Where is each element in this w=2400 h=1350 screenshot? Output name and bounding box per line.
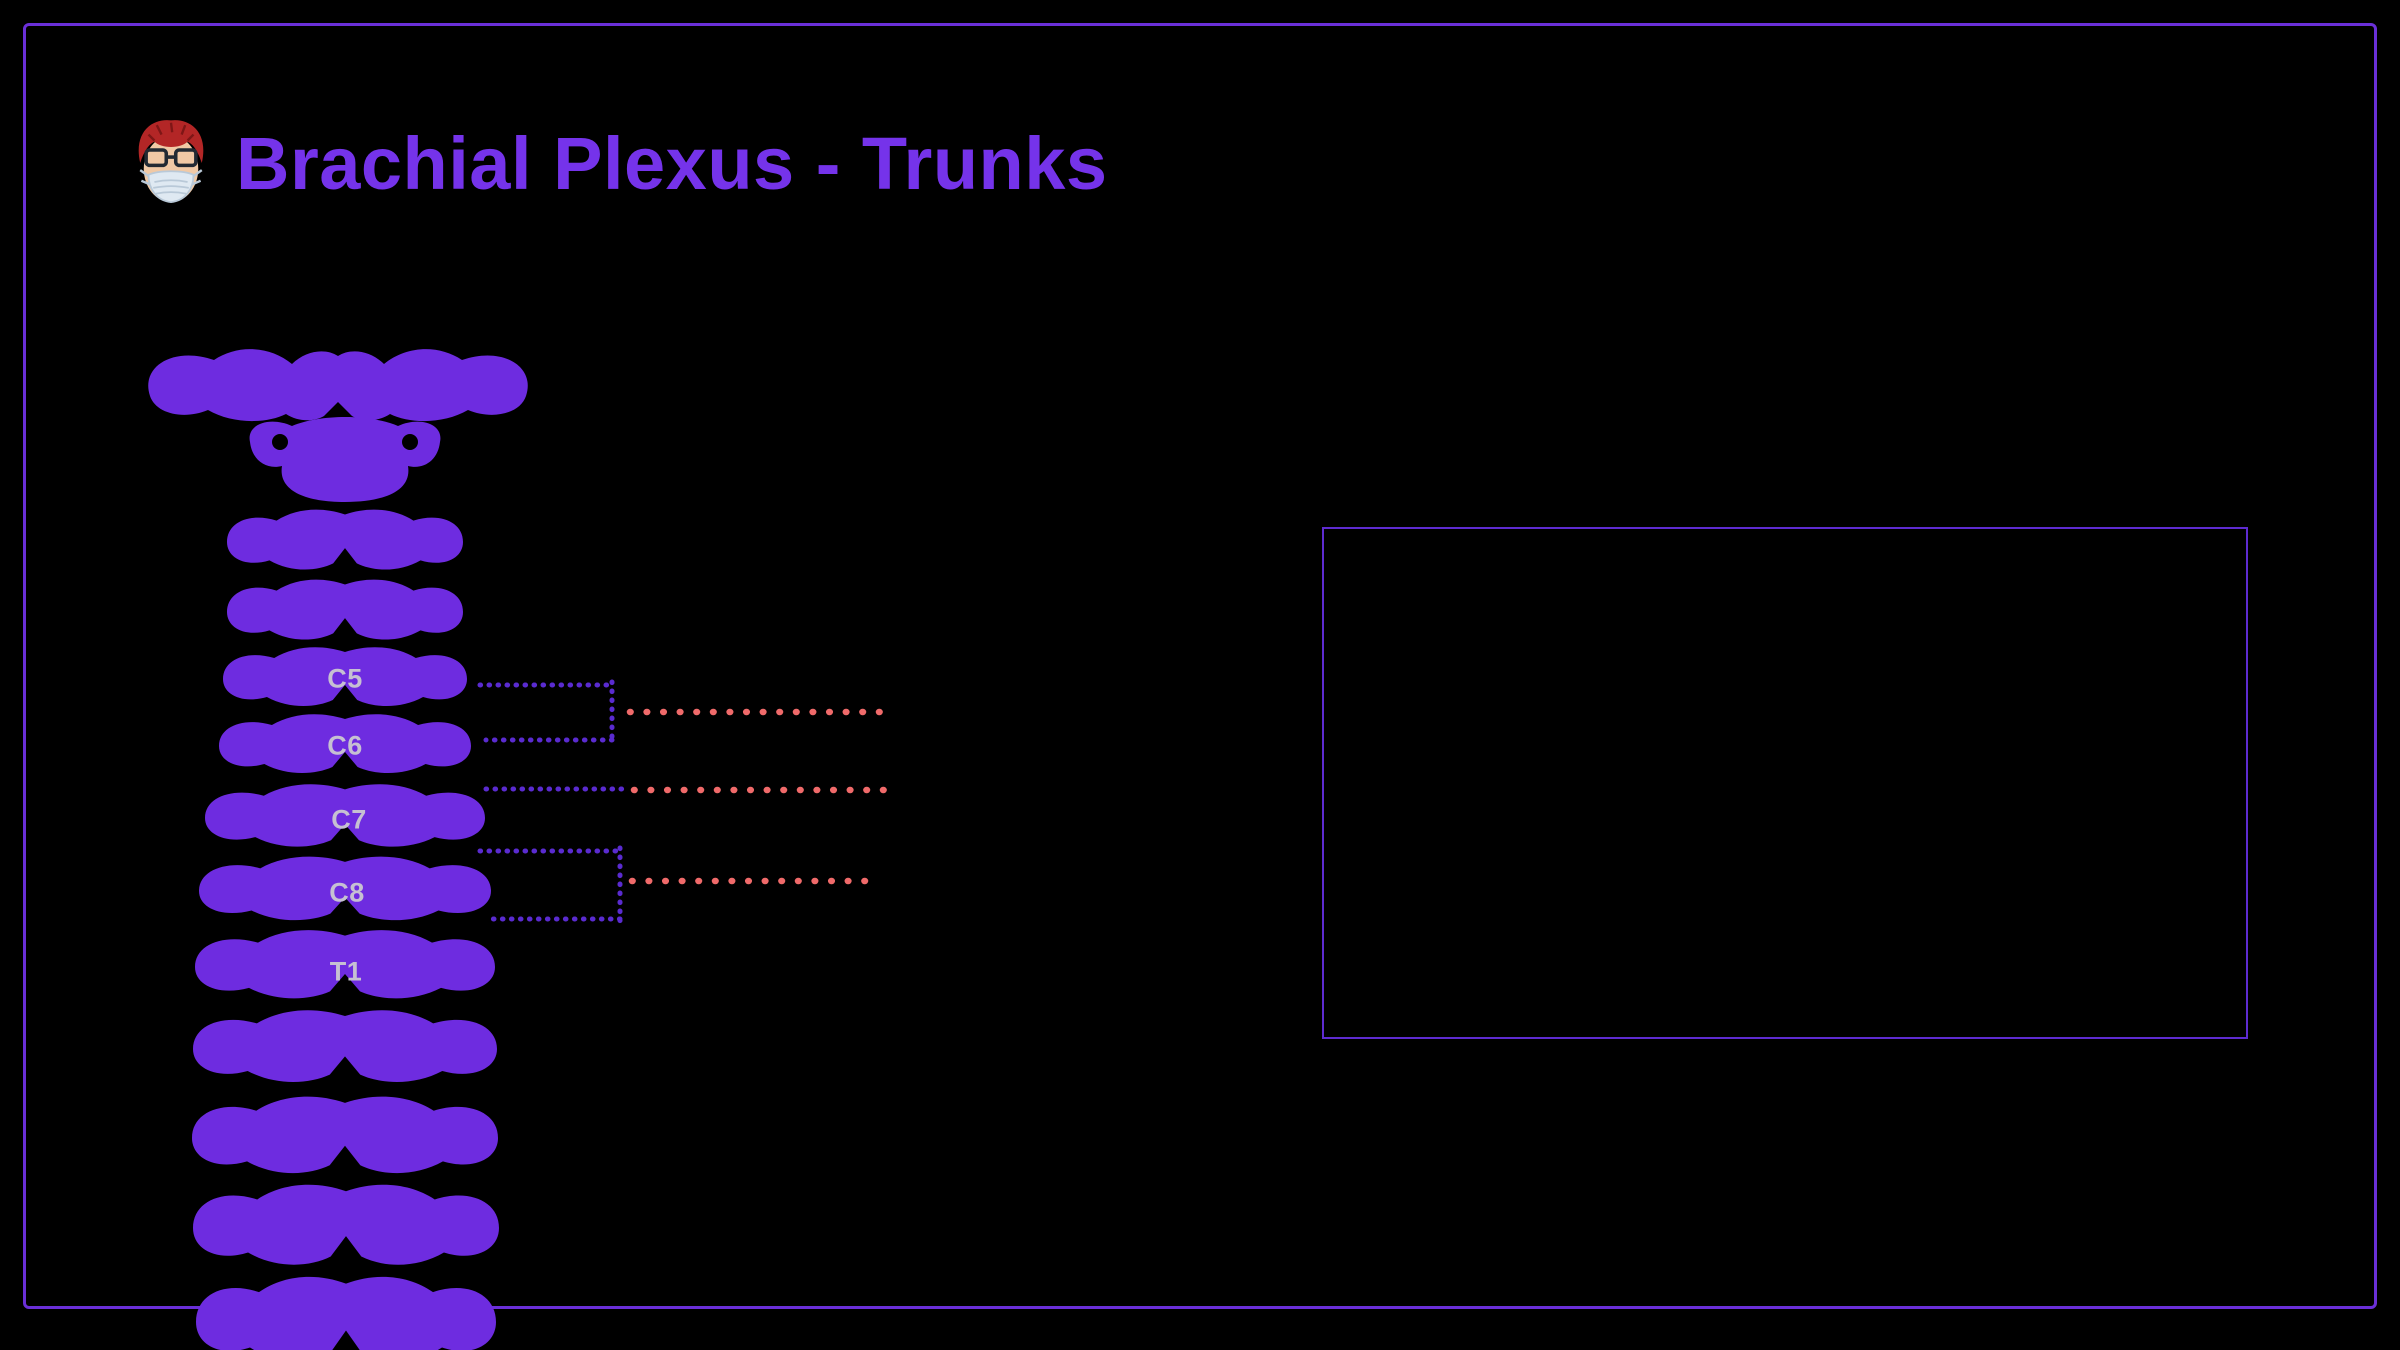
page-title: Brachial Plexus - Trunks xyxy=(236,121,1108,205)
vertebra-axis-shape xyxy=(249,417,441,502)
vertebra-t5-shape xyxy=(196,1276,496,1350)
vertebra-t2-shape xyxy=(193,1010,497,1082)
vertebra-t4-shape xyxy=(193,1184,499,1265)
axis-foramen-right xyxy=(402,434,418,450)
vertebra-label-c5: C5 xyxy=(327,663,363,694)
axis-foramen-left xyxy=(272,434,288,450)
vertebra-label-c7: C7 xyxy=(331,804,367,835)
vertebra-atlas-shape xyxy=(148,349,528,422)
cervical-spine-illustration xyxy=(148,349,528,1350)
header: Brachial Plexus - Trunks xyxy=(132,118,1108,208)
vertebra-c4-shape xyxy=(227,579,463,640)
vertebra-label-c8: C8 xyxy=(329,877,365,908)
vertebra-label-t1: T1 xyxy=(329,956,363,987)
surgeon-avatar-icon xyxy=(132,118,210,208)
vertebra-t3-shape xyxy=(192,1096,498,1174)
answer-panel xyxy=(1322,527,2248,1039)
page-frame xyxy=(23,23,2377,1309)
vertebra-label-c6: C6 xyxy=(327,730,363,761)
vertebra-c3-shape xyxy=(227,509,463,570)
